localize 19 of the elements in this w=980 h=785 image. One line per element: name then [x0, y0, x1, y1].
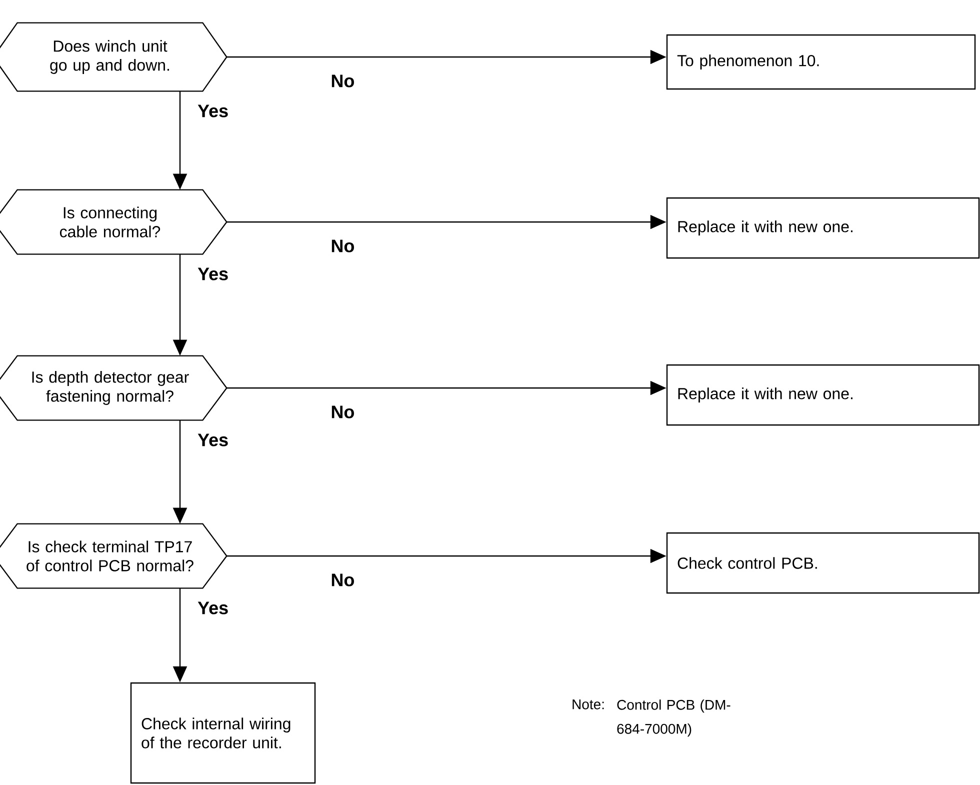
- decision-hexagon: Is connecting cable normal?: [0, 189, 228, 255]
- edge-label: Yes: [198, 268, 228, 280]
- decision-hexagon: Is depth detector gear fastening normal?: [0, 355, 228, 421]
- process-box: Check control PCB.: [666, 532, 980, 594]
- note-label: Note:: [572, 700, 604, 710]
- process-box: Replace it with new one.: [666, 197, 980, 259]
- edge-label: Yes: [198, 602, 228, 614]
- process-box: Replace it with new one.: [666, 364, 980, 426]
- edge-label: No: [332, 574, 354, 586]
- decision-hexagon: Is check terminal TP17 of control PCB normal?: [0, 523, 228, 589]
- process-box: Check internal wiring of the recorder unit.: [130, 682, 316, 784]
- edge-label: No: [332, 240, 354, 252]
- edge-label: Yes: [198, 434, 228, 446]
- edge-label: Yes: [198, 104, 228, 118]
- edge-label: No: [332, 74, 354, 88]
- edge-label: No: [332, 406, 354, 418]
- note-text: Control PCB (DM-684-7000M): [617, 700, 730, 737]
- process-box: To phenomenon 10.: [666, 34, 976, 90]
- decision-hexagon: Does winch unit go up and down.: [0, 22, 228, 92]
